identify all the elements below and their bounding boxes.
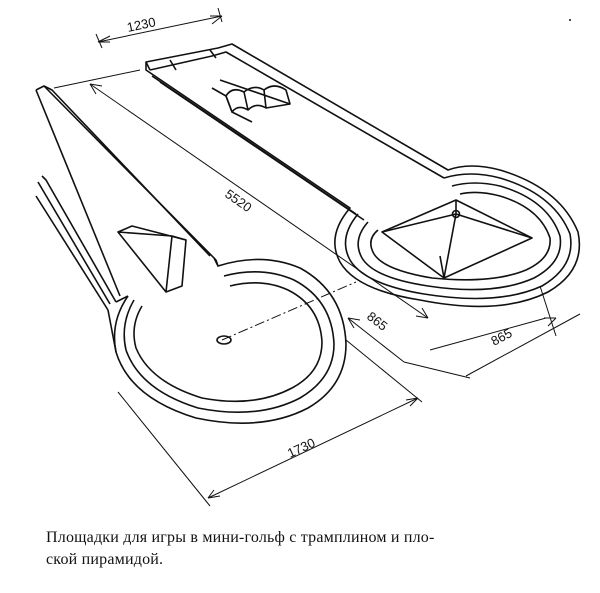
ramp-block	[117, 225, 187, 293]
hole-marker	[216, 335, 232, 345]
dim-top-width: 1230	[126, 14, 157, 35]
dimension-lines	[53, 7, 581, 507]
course-with-ramp	[35, 85, 347, 424]
caption-line-2: ской пирамидой.	[46, 551, 164, 568]
flat-pyramid	[381, 199, 533, 279]
dim-pyramid-offset-b: 865	[488, 325, 514, 348]
caption-line-1: Площадки для игры в мини-гольф с трампли…	[46, 529, 435, 546]
course-with-pyramid	[145, 43, 581, 308]
trampoline-ramp	[211, 79, 291, 123]
dim-pyramid-offset-a: 865	[364, 309, 390, 334]
mini-golf-courses-drawing: 1230 5520 865 865 1730	[35, 7, 581, 507]
dim-overall-length: 5520	[222, 186, 254, 215]
figure-caption: Площадки для игры в мини-гольф с трампли…	[46, 527, 566, 571]
dim-circle-diameter: 1730	[285, 435, 318, 461]
speck	[569, 19, 571, 21]
